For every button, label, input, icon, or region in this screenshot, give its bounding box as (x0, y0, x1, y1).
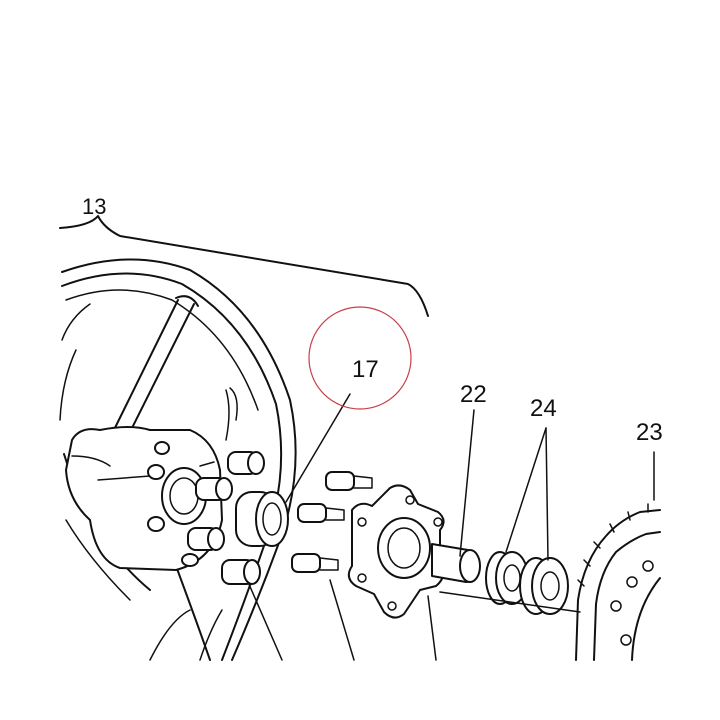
wheel-hub (65, 426, 223, 571)
part-22-spacer (431, 543, 481, 583)
axle-centerline (439, 591, 581, 613)
callout-22: 22 (460, 381, 487, 408)
part-23-sprocket (575, 503, 661, 661)
callout-13: 13 (82, 194, 106, 219)
part-17-bearing (235, 491, 289, 547)
callout-24: 24 (530, 395, 557, 422)
part-24-bearings (485, 551, 569, 615)
group-bracket-13 (59, 215, 429, 317)
hub-bushings (187, 451, 265, 585)
callout-17: 17 (352, 356, 379, 383)
leader-lines (247, 393, 655, 661)
sprocket-carrier (347, 484, 445, 619)
drive-studs (291, 471, 373, 573)
highlight-circle (308, 306, 412, 410)
callout-23: 23 (636, 419, 663, 446)
